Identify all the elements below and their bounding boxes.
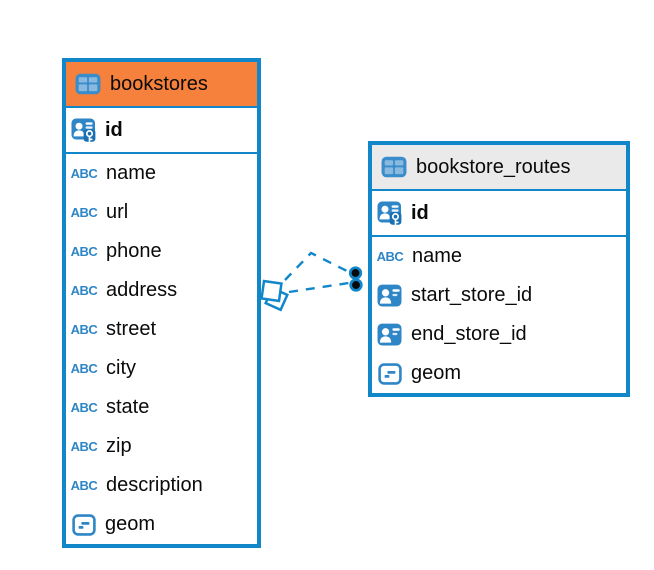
column-label: end_store_id <box>411 323 527 345</box>
relation-line-upper[interactable] <box>284 251 350 281</box>
text-type-icon: ABC <box>70 361 98 376</box>
pk-section: id <box>66 108 257 154</box>
column-label: street <box>106 318 157 340</box>
column-row-city[interactable]: ABC city <box>66 349 257 388</box>
columns-section: ABC name ABC url ABC phone ABC address A… <box>66 154 257 544</box>
table-icon <box>380 154 407 181</box>
column-label: state <box>106 396 150 418</box>
column-row-geom[interactable]: geom <box>372 354 626 393</box>
text-type-icon: ABC <box>70 205 98 220</box>
column-row-id[interactable]: id <box>372 191 626 235</box>
entity-bookstore-routes[interactable]: bookstore_routes id ABC name start_store… <box>368 141 630 397</box>
entity-bookstores[interactable]: bookstores id ABC name ABC url ABC phone <box>62 58 261 548</box>
column-row-id[interactable]: id <box>66 108 257 152</box>
column-label: phone <box>106 240 162 262</box>
column-row-zip[interactable]: ABC zip <box>66 427 257 466</box>
text-type-icon: ABC <box>70 244 98 259</box>
entity-header-bookstore-routes[interactable]: bookstore_routes <box>372 145 626 191</box>
column-row-phone[interactable]: ABC phone <box>66 232 257 271</box>
column-row-state[interactable]: ABC state <box>66 388 257 427</box>
text-type-icon: ABC <box>70 283 98 298</box>
column-label: address <box>106 279 178 301</box>
relation-circle-marker-front <box>348 266 363 280</box>
entity-title: bookstores <box>110 72 208 95</box>
column-label: geom <box>105 513 156 535</box>
column-row-description[interactable]: ABC description <box>66 466 257 505</box>
relation-line-lower[interactable] <box>288 281 350 294</box>
column-label: description <box>106 474 203 496</box>
column-row-end-store-id[interactable]: end_store_id <box>372 315 626 354</box>
column-row-name[interactable]: ABC name <box>66 154 257 193</box>
reference-column-icon <box>376 282 403 309</box>
relation-circle-marker-back <box>349 278 363 292</box>
column-label: start_store_id <box>411 284 533 306</box>
text-type-icon: ABC <box>376 249 404 264</box>
text-type-icon: ABC <box>70 322 98 337</box>
column-label: geom <box>411 362 462 384</box>
primary-key-icon <box>376 200 403 227</box>
column-label: id <box>105 118 123 141</box>
entity-title: bookstore_routes <box>416 155 571 178</box>
column-label: name <box>412 245 463 267</box>
column-label: url <box>106 201 129 223</box>
entity-header-bookstores[interactable]: bookstores <box>66 62 257 108</box>
table-icon <box>74 71 101 98</box>
column-label: zip <box>106 435 132 457</box>
column-label: city <box>106 357 136 379</box>
pk-section: id <box>372 191 626 237</box>
geometry-type-icon <box>376 360 403 387</box>
column-row-address[interactable]: ABC address <box>66 271 257 310</box>
text-type-icon: ABC <box>70 478 98 493</box>
geometry-type-icon <box>70 511 97 538</box>
relation-diamond-marker-back <box>264 286 289 312</box>
column-label: id <box>411 201 429 224</box>
text-type-icon: ABC <box>70 166 98 181</box>
columns-section: ABC name start_store_id end_store_id ge <box>372 237 626 393</box>
column-row-url[interactable]: ABC url <box>66 193 257 232</box>
relation-diamond-marker-front <box>260 279 283 303</box>
text-type-icon: ABC <box>70 439 98 454</box>
column-row-name[interactable]: ABC name <box>372 237 626 276</box>
reference-column-icon <box>376 321 403 348</box>
column-row-start-store-id[interactable]: start_store_id <box>372 276 626 315</box>
column-label: name <box>106 162 157 184</box>
primary-key-icon <box>70 117 97 144</box>
text-type-icon: ABC <box>70 400 98 415</box>
column-row-geom[interactable]: geom <box>66 505 257 544</box>
column-row-street[interactable]: ABC street <box>66 310 257 349</box>
